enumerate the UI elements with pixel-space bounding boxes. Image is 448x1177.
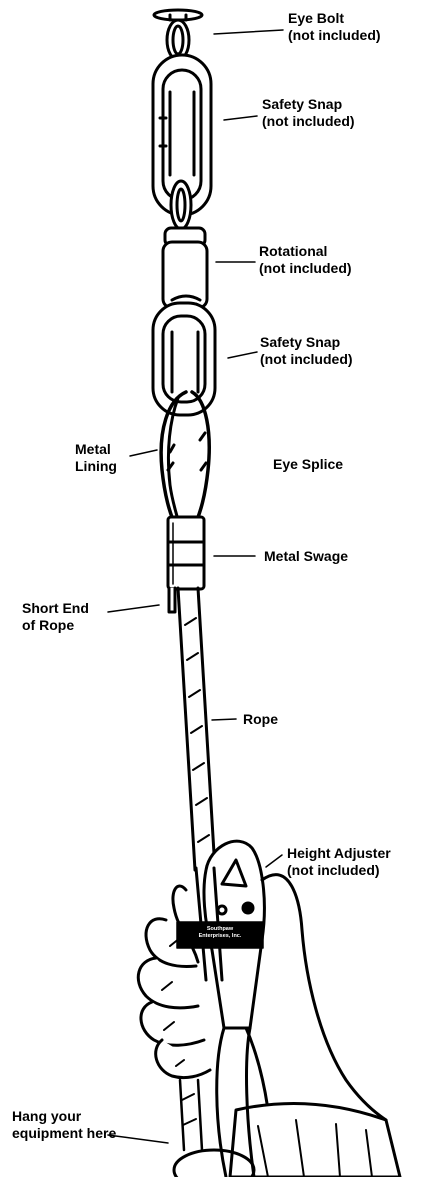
label-metal-lining-line2: Lining [75, 458, 117, 475]
label-hang-equipment: Hang your equipment here [12, 1108, 116, 1142]
label-eye-splice-line1: Eye Splice [273, 456, 343, 473]
label-rotational-line1: Rotational [259, 243, 352, 260]
label-short-end-line1: Short End [22, 600, 89, 617]
leader-safety-snap-bottom [228, 352, 257, 358]
leader-eye-bolt [214, 30, 283, 34]
label-safety-snap-top-line1: Safety Snap [262, 96, 355, 113]
label-safety-snap-bottom: Safety Snap (not included) [260, 334, 353, 368]
label-short-end-of-rope: Short End of Rope [22, 600, 89, 634]
label-height-adjuster-line2: (not included) [287, 862, 391, 879]
connector-link-drawing [171, 181, 191, 229]
label-metal-lining-line1: Metal [75, 441, 117, 458]
label-metal-lining: Metal Lining [75, 441, 117, 475]
label-eye-bolt-line1: Eye Bolt [288, 10, 381, 27]
label-rotational-line2: (not included) [259, 260, 352, 277]
label-hang-equipment-line1: Hang your [12, 1108, 116, 1125]
label-eye-bolt-line2: (not included) [288, 27, 381, 44]
leader-short-end [108, 605, 159, 612]
label-metal-swage-line1: Metal Swage [264, 548, 348, 565]
leader-height-adjuster [266, 855, 282, 867]
leader-hang-equipment [108, 1135, 168, 1143]
rope-drawing [178, 588, 215, 870]
label-rotational: Rotational (not included) [259, 243, 352, 277]
brand-plate-text: Southpaw Enterprises, Inc. [178, 926, 262, 939]
leader-safety-snap-top [224, 116, 257, 120]
label-hang-equipment-line2: equipment here [12, 1125, 116, 1142]
bottom-safety-snap-drawing [153, 303, 215, 415]
brand-plate-line2: Enterprises, Inc. [178, 933, 262, 940]
hand-and-adjuster-drawing [138, 841, 400, 1177]
label-safety-snap-bottom-line2: (not included) [260, 351, 353, 368]
label-metal-swage: Metal Swage [264, 548, 348, 565]
metal-swage-drawing [168, 517, 204, 589]
label-height-adjuster: Height Adjuster (not included) [287, 845, 391, 879]
label-rope: Rope [243, 711, 278, 728]
label-short-end-line2: of Rope [22, 617, 89, 634]
label-eye-bolt: Eye Bolt (not included) [288, 10, 381, 44]
leader-rope [212, 719, 236, 720]
label-rope-line1: Rope [243, 711, 278, 728]
short-rope-end-drawing [169, 588, 175, 612]
eye-bolt-drawing [154, 10, 202, 60]
leader-metal-lining [130, 450, 157, 456]
label-eye-splice: Eye Splice [273, 456, 343, 473]
label-safety-snap-top-line2: (not included) [262, 113, 355, 130]
label-height-adjuster-line1: Height Adjuster [287, 845, 391, 862]
label-safety-snap-top: Safety Snap (not included) [262, 96, 355, 130]
label-safety-snap-bottom-line1: Safety Snap [260, 334, 353, 351]
